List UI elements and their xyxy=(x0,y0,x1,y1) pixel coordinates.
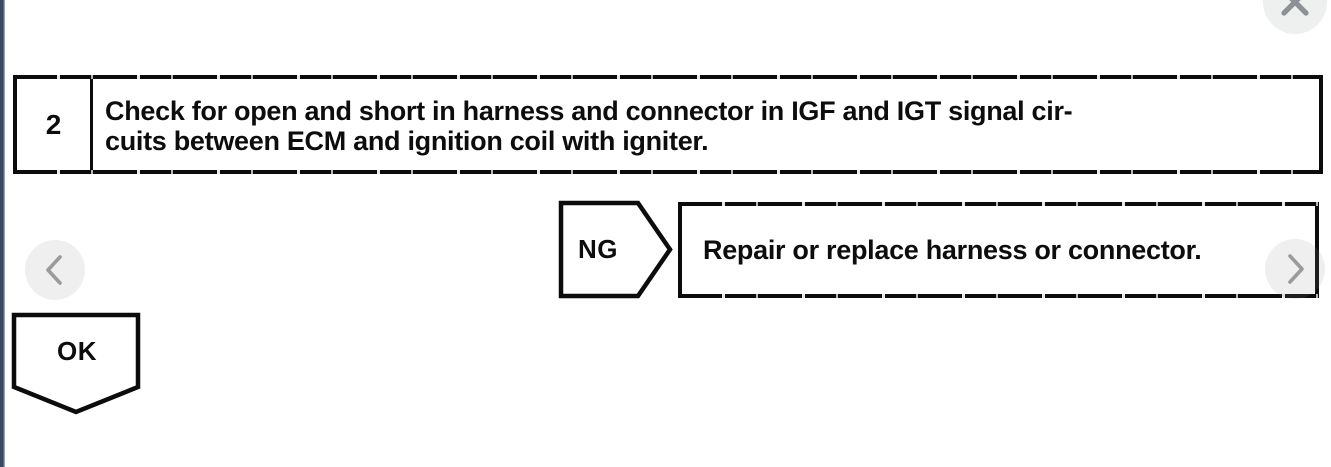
ok-label: OK xyxy=(57,335,97,366)
ng-label: NG xyxy=(578,234,618,264)
ng-result-text: Repair or replace harness or connector. xyxy=(703,234,1202,265)
ng-pentagon-outline xyxy=(558,200,673,299)
ng-result-box: Repair or replace harness or connector. xyxy=(678,202,1319,298)
step-number: 2 xyxy=(45,108,62,140)
step-instruction-line-1: Check for open and short in harness and … xyxy=(105,96,1073,126)
next-button[interactable] xyxy=(1265,239,1325,299)
left-edge-strip xyxy=(0,0,5,467)
chevron-left-icon xyxy=(46,255,62,285)
flowchart-step-box: 2 Check for open and short in harness an… xyxy=(13,75,1323,174)
chevron-right-icon xyxy=(1288,254,1304,284)
ng-pentagon-shape xyxy=(558,200,673,299)
close-button[interactable] xyxy=(1263,0,1327,34)
step-number-cell: 2 xyxy=(17,79,93,170)
step-instruction: Check for open and short in harness and … xyxy=(93,79,1319,170)
close-icon xyxy=(1281,0,1309,16)
ok-pentagon-outline xyxy=(11,312,141,415)
step-instruction-line-2: cuits between ECM and ignition coil with… xyxy=(105,126,709,156)
ok-pentagon-shape xyxy=(11,312,141,415)
prev-button[interactable] xyxy=(25,240,85,300)
